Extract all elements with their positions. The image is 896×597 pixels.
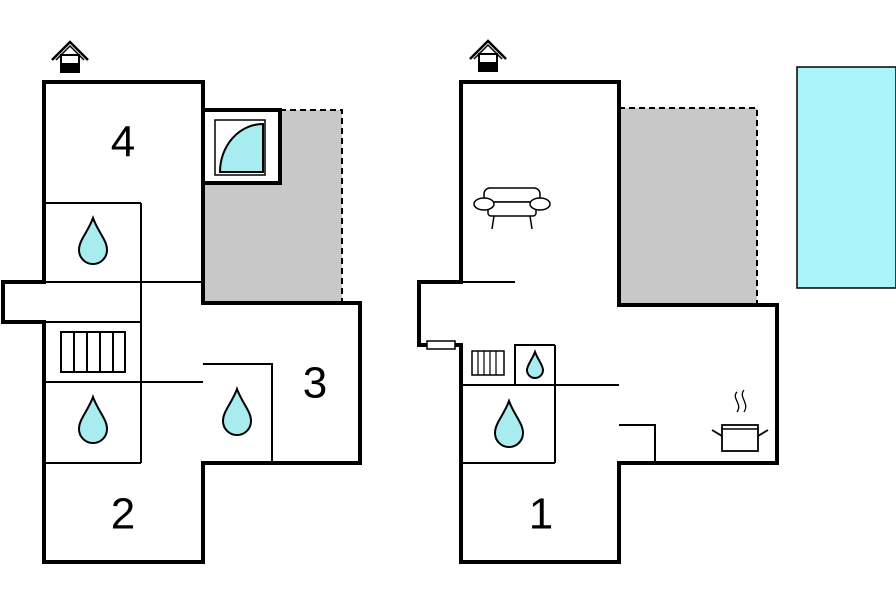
sofa-icon (473, 187, 551, 230)
water-drop-icon (221, 386, 253, 436)
water-drop-icon (525, 349, 545, 379)
water-drop-icon (77, 215, 109, 265)
water-drop-icon (493, 398, 525, 448)
shower-icon (218, 122, 264, 173)
terrace (619, 107, 758, 303)
room-number: 3 (303, 359, 327, 408)
cooking-pot-icon (711, 389, 769, 452)
stairs-icon (60, 331, 126, 373)
room-number: 4 (111, 118, 135, 167)
room-number: 1 (529, 490, 553, 539)
water-drop-icon (77, 394, 109, 444)
left-floor-plan: 4 2 3 (1, 40, 362, 564)
entrance-icon (51, 40, 89, 73)
right-floor-plan: 1 (417, 39, 779, 564)
shower-cabin (201, 108, 282, 185)
swimming-pool (796, 66, 896, 289)
terrace (203, 109, 343, 303)
radiator-icon (426, 340, 456, 350)
stairs-icon (471, 350, 505, 376)
entrance-icon (469, 39, 507, 72)
room-number: 2 (111, 490, 135, 539)
